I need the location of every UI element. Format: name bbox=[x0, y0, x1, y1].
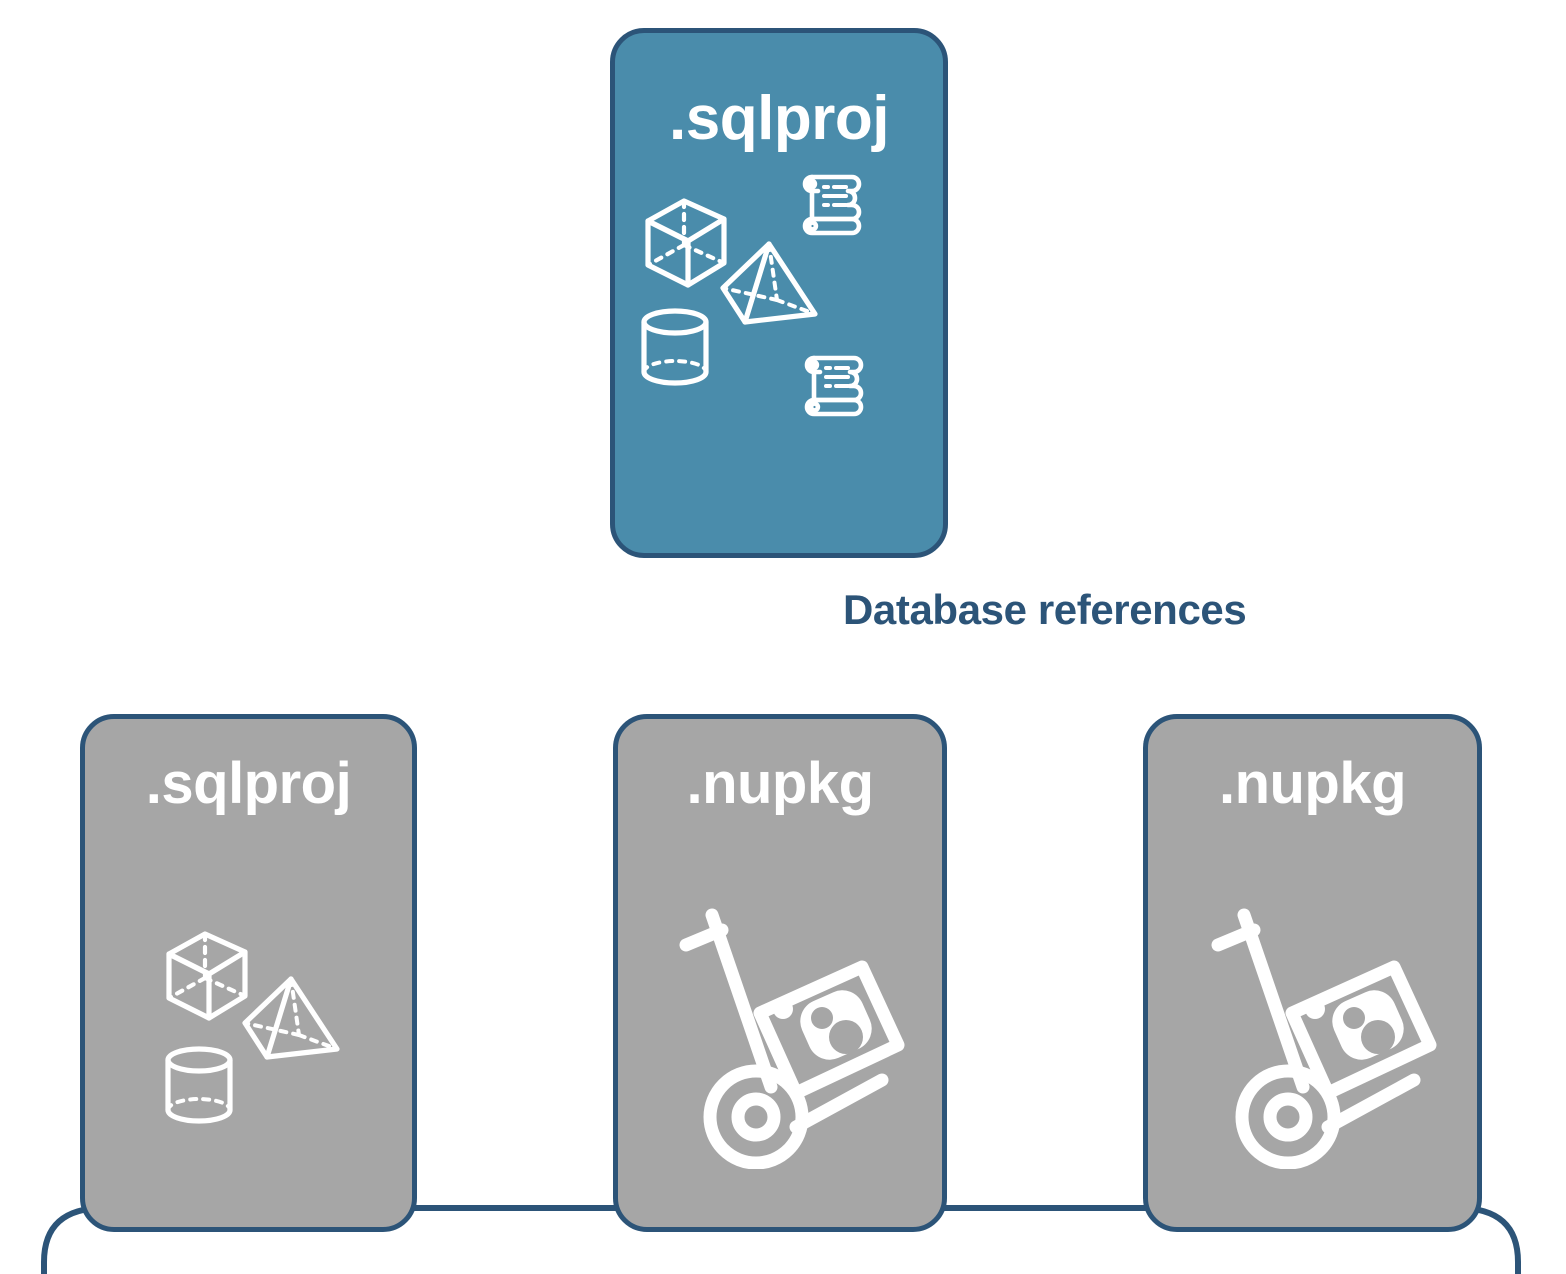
reference-card-nupkg-1[interactable]: .nupkg bbox=[613, 714, 947, 1232]
nuget-package-dolly-icon bbox=[1196, 897, 1446, 1174]
scroll-script-icon bbox=[798, 350, 868, 431]
sqlproj-root-card[interactable]: .sqlproj bbox=[610, 28, 948, 558]
sqlproj-root-card-label: .sqlproj bbox=[669, 84, 889, 153]
reference-card-nupkg-1-label: .nupkg bbox=[686, 751, 874, 816]
cylinder-wireframe-icon bbox=[161, 1043, 237, 1134]
reference-card-sqlproj-label: .sqlproj bbox=[145, 751, 352, 816]
database-references-brace bbox=[41, 1129, 1521, 1274]
pyramid-wireframe-icon bbox=[239, 973, 343, 1070]
reference-card-sqlproj[interactable]: .sqlproj bbox=[80, 714, 417, 1232]
reference-card-nupkg-1-icon-group bbox=[618, 813, 942, 1227]
cube-wireframe-icon bbox=[640, 195, 732, 296]
reference-card-sqlproj-icon-group bbox=[85, 813, 412, 1227]
cylinder-wireframe-icon bbox=[637, 305, 713, 396]
scroll-script-icon bbox=[796, 169, 866, 250]
pyramid-wireframe-icon bbox=[717, 238, 821, 335]
database-references-label: Database references bbox=[843, 586, 1247, 633]
cube-wireframe-icon bbox=[161, 928, 253, 1029]
sqlproj-root-icon-group bbox=[615, 150, 943, 553]
nuget-package-dolly-icon bbox=[664, 897, 914, 1174]
reference-card-nupkg-2-label: .nupkg bbox=[1218, 751, 1407, 816]
reference-card-nupkg-2[interactable]: .nupkg bbox=[1143, 714, 1482, 1232]
reference-card-nupkg-2-icon-group bbox=[1148, 813, 1477, 1227]
